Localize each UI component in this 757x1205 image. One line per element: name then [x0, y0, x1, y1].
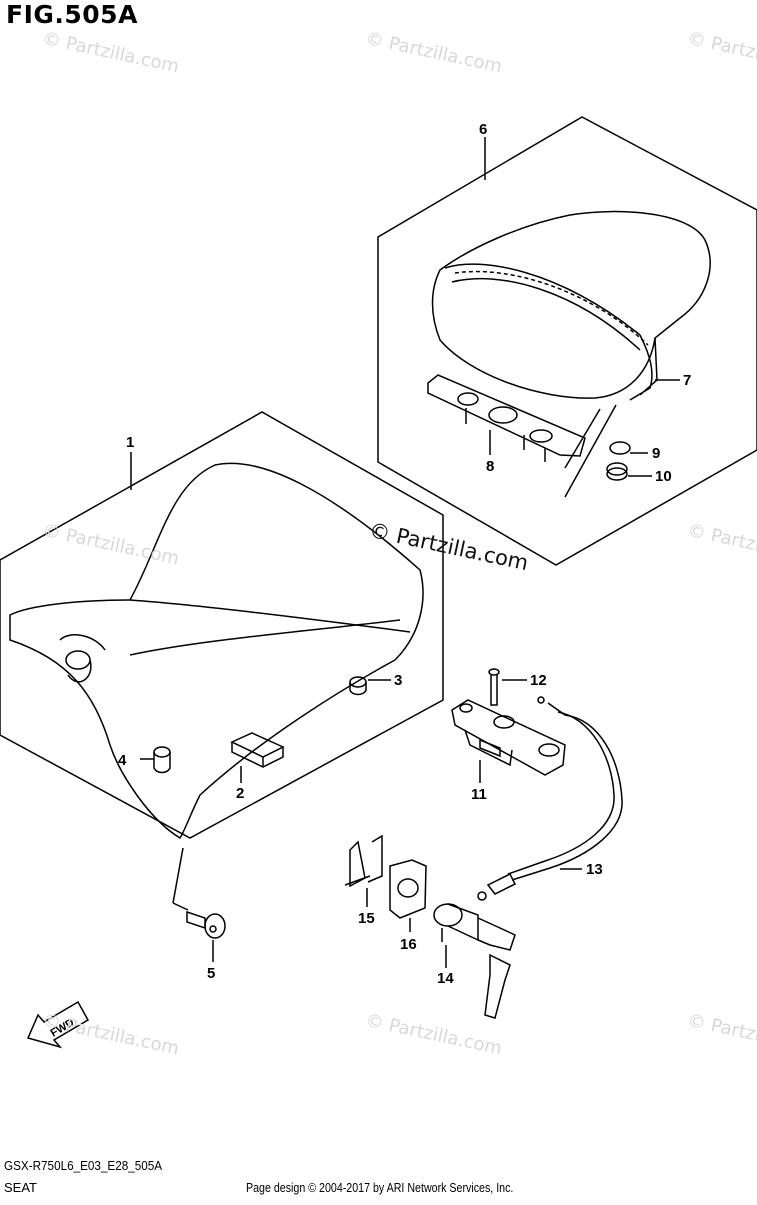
- footer-copyright: Page design © 2004-2017 by ARI Network S…: [246, 1180, 514, 1195]
- callout-13: 13: [586, 861, 603, 878]
- callout-10: 10: [655, 468, 672, 485]
- fwd-arrow: [26, 1000, 90, 1049]
- washer-part[interactable]: [609, 441, 631, 455]
- cable-part[interactable]: [477, 696, 623, 901]
- callout-8: 8: [486, 458, 494, 475]
- callout-2: 2: [236, 785, 244, 802]
- pad-part[interactable]: [230, 732, 285, 768]
- front-seat-group-outline: [0, 411, 444, 839]
- callout-6: 6: [479, 121, 487, 138]
- rear-seat-group-outline: [377, 116, 757, 566]
- callout-15: 15: [358, 910, 375, 927]
- callout-labels: 1 2 3 4 5 6 7 8 9 10 11 12 13 14 15 16 F…: [49, 121, 692, 1040]
- callout-7: 7: [683, 372, 691, 389]
- callout-16: 16: [400, 936, 417, 953]
- bolt-5-part[interactable]: [186, 910, 226, 939]
- callout-14: 14: [437, 970, 454, 987]
- leader-lines: [130, 137, 680, 968]
- callout-9: 9: [652, 445, 660, 462]
- clip-part[interactable]: [344, 834, 383, 888]
- diagram-code: GSX-R750L6_E03_E28_505A: [4, 1158, 163, 1173]
- callout-3: 3: [394, 672, 402, 689]
- callout-11: 11: [471, 786, 487, 803]
- lock-bracket-part[interactable]: [451, 699, 566, 776]
- callout-5: 5: [207, 965, 215, 982]
- cushion-4-part[interactable]: [153, 746, 171, 774]
- nut-part[interactable]: [606, 462, 628, 481]
- callout-1: 1: [126, 434, 134, 451]
- front-seat-part[interactable]: [9, 462, 424, 840]
- figure-title: FIG.505A: [6, 0, 138, 29]
- lock-plate-part[interactable]: [389, 859, 427, 919]
- callout-4: 4: [118, 752, 127, 769]
- screw-part[interactable]: [488, 668, 500, 706]
- rear-seat-part[interactable]: [431, 210, 711, 401]
- cushion-3-part[interactable]: [349, 676, 367, 696]
- bracket-part[interactable]: [427, 374, 586, 462]
- callout-12: 12: [530, 672, 547, 689]
- key-lock-part[interactable]: [433, 903, 516, 1019]
- section-name: SEAT: [4, 1180, 37, 1195]
